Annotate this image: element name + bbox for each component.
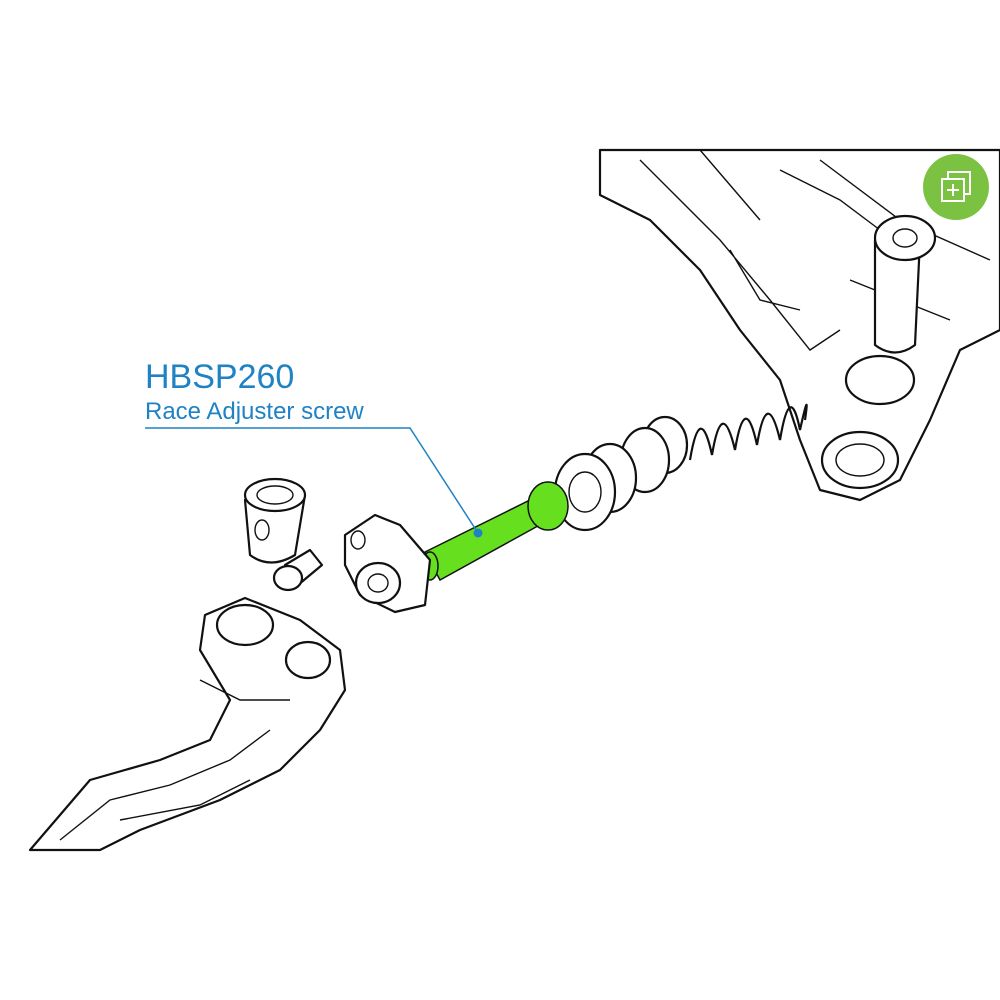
- race-adjuster-screw: [421, 481, 569, 582]
- callout-leader: [145, 427, 483, 538]
- brake-lever: [28, 596, 347, 852]
- part-code-label: HBSP260: [145, 358, 295, 396]
- caliper-body: [598, 148, 1000, 502]
- expand-add-icon: [941, 171, 971, 202]
- adjuster-plate: [343, 513, 432, 614]
- spring: [688, 403, 808, 461]
- bushing: [243, 477, 307, 564]
- washers: [553, 415, 689, 532]
- expand-button[interactable]: [923, 154, 989, 220]
- part-name-label: Race Adjuster screw: [145, 398, 364, 425]
- small-screw: [272, 548, 324, 592]
